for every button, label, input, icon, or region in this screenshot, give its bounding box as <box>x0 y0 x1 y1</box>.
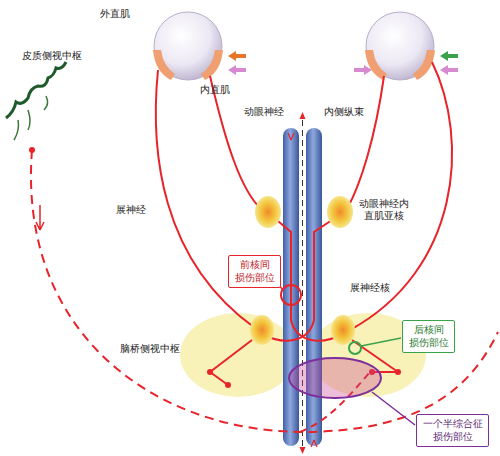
nucleus-label: 展神经核 <box>350 282 390 294</box>
force-arrow <box>440 65 458 75</box>
corticobulbar-path <box>31 150 498 432</box>
force-arrow <box>354 65 372 75</box>
lesion-callout-box: 一个半综合征 损伤部位 <box>416 414 489 447</box>
pathway-dot <box>395 369 401 375</box>
nucleus-label: 动眼神经内直肌亚核 <box>358 198 410 222</box>
lateral-rectus <box>413 50 435 80</box>
pathway-dot <box>225 382 231 388</box>
muscle-label: 内直肌 <box>200 84 230 96</box>
muscle-label: 外直肌 <box>100 8 130 20</box>
force-arrow <box>228 65 246 75</box>
anterior-ino-lesion <box>281 285 301 305</box>
pathway-dot <box>29 147 35 153</box>
right-eye <box>366 12 434 80</box>
oculomotor-nucleus <box>255 196 281 228</box>
one-and-half-lesion <box>289 358 381 398</box>
left-eye <box>154 12 222 80</box>
callout-text: 后核间 损伤部位 <box>407 324 450 349</box>
force-arrow <box>228 51 246 61</box>
region-label: 皮质侧视中枢 <box>22 50 82 62</box>
cortex-sulci <box>14 96 48 140</box>
medial-rectus <box>365 50 387 80</box>
medial-rectus <box>201 50 223 80</box>
direction-arrow <box>36 205 44 230</box>
pprf-region <box>180 313 296 397</box>
leader-line <box>372 392 415 425</box>
nerve-label: 动眼神经 <box>244 106 284 118</box>
mlf-arrows <box>288 133 317 447</box>
abducens-nerve <box>350 62 452 330</box>
callout-text: 前核间 损伤部位 <box>233 259 276 284</box>
cortex-outline <box>6 62 66 118</box>
abducens-nucleus <box>250 315 274 345</box>
region-label: 脑桥侧视中枢 <box>120 343 180 355</box>
oculomotor-nerve <box>348 76 384 207</box>
tract-label: 内侧纵束 <box>324 106 364 118</box>
oculomotor-nucleus <box>327 196 353 228</box>
lateral-rectus <box>153 50 175 80</box>
oculomotor-nerve <box>210 76 262 210</box>
callout-text: 一个半综合征 损伤部位 <box>421 418 484 443</box>
internuclear-neuron <box>272 216 343 341</box>
leader-line <box>361 338 401 346</box>
lesion-callout-box: 前核间 损伤部位 <box>228 255 281 288</box>
nerve-label: 展神经 <box>116 204 146 216</box>
posterior-ino-lesion <box>349 342 361 354</box>
pathway-dot <box>207 369 213 375</box>
midline-arrows <box>300 112 306 454</box>
abducens-nerve <box>156 70 255 328</box>
lesion-callout-box: 后核间 损伤部位 <box>402 320 455 353</box>
force-arrow <box>440 51 458 61</box>
abducens-nucleus <box>331 315 355 345</box>
midline <box>302 120 303 450</box>
